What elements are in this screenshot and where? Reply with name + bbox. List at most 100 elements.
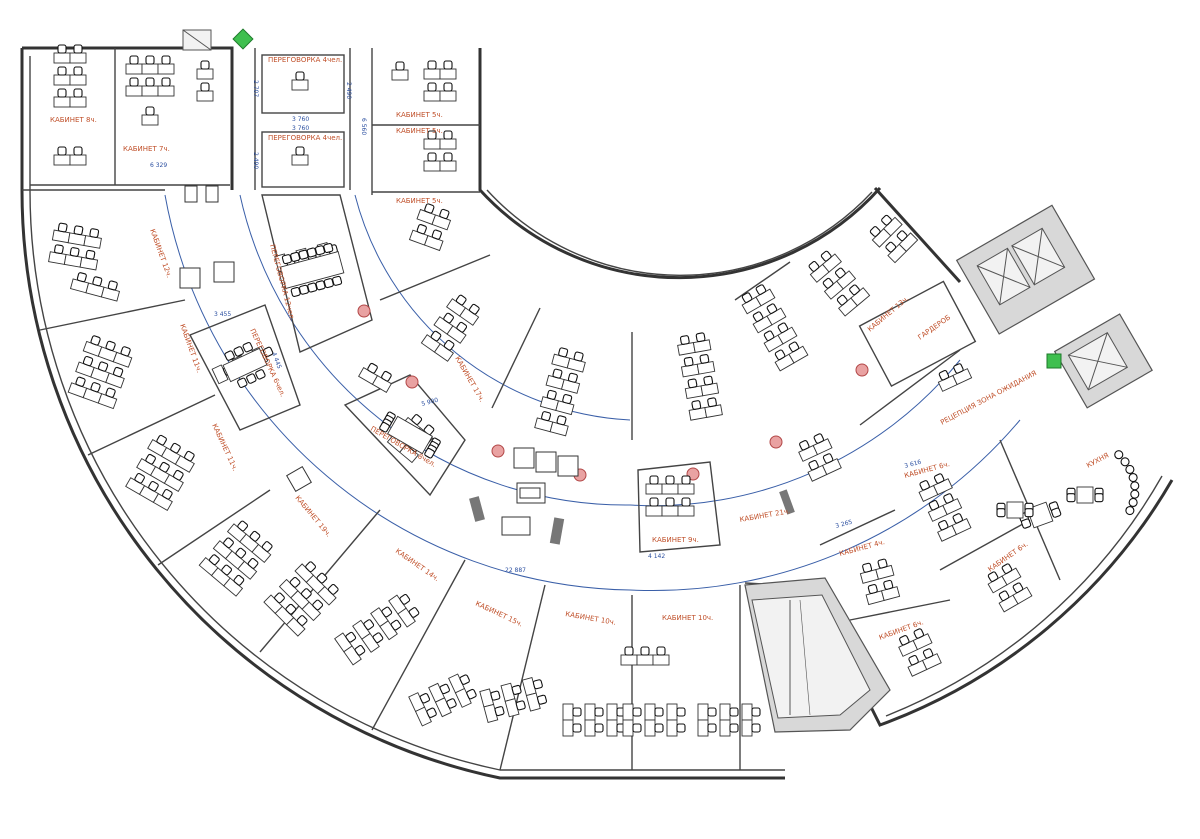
desk — [423, 160, 441, 172]
corridor-curve-outer — [164, 194, 1021, 592]
office-chair — [112, 366, 124, 378]
office-chair — [537, 694, 548, 705]
office-chair — [1012, 582, 1024, 594]
office-chair — [552, 368, 563, 379]
office-chair — [145, 77, 155, 87]
dimension-label: 3 265 — [835, 519, 854, 530]
desk — [279, 251, 345, 289]
office-chair — [57, 66, 67, 76]
dimension-label: 5 900 — [421, 397, 440, 408]
bar-stool — [1120, 457, 1130, 467]
office-chair — [300, 588, 312, 600]
office-chair — [426, 707, 437, 718]
room-label: КУХНЯ — [1085, 451, 1110, 469]
office-chair — [808, 261, 820, 272]
workstations — [48, 44, 1140, 737]
office-chair — [379, 421, 390, 433]
office-chair — [290, 251, 301, 262]
workstation-cluster — [67, 335, 133, 410]
workstation-cluster — [408, 203, 452, 252]
room-label: КАБИНЕТ 21ч. — [739, 507, 791, 524]
desk — [680, 363, 700, 378]
office-chair — [439, 683, 450, 695]
office-chair — [233, 574, 245, 586]
office-chair — [200, 82, 210, 92]
office-chair — [766, 303, 778, 314]
office-chair — [145, 106, 155, 116]
office-chair — [443, 82, 453, 92]
workstation-cluster — [798, 433, 842, 482]
meeting-table — [279, 243, 345, 297]
desk — [661, 483, 679, 495]
desk — [1026, 501, 1054, 529]
desk — [719, 703, 731, 721]
office-chair — [381, 370, 392, 382]
desk — [53, 52, 71, 64]
office-chair — [632, 723, 642, 733]
office-chair — [439, 208, 450, 220]
office-chair — [998, 590, 1010, 602]
office-chair — [938, 370, 950, 381]
office-chair — [707, 397, 717, 408]
room-label: КАБИНЕТ 17ч. — [453, 355, 486, 403]
workstation-cluster — [937, 363, 973, 392]
desk — [741, 703, 753, 721]
office-chair — [57, 146, 67, 156]
office-chair — [261, 541, 273, 552]
column-marker — [357, 304, 371, 318]
office-chair — [703, 375, 714, 386]
office-chair — [665, 497, 675, 507]
office-chair — [57, 88, 67, 98]
office-chair — [849, 284, 860, 296]
office-chair — [312, 599, 324, 611]
desk — [661, 505, 679, 517]
office-chair — [546, 389, 557, 400]
office-chair — [363, 619, 375, 630]
office-chair — [808, 459, 819, 471]
desk — [644, 719, 656, 737]
office-chair — [567, 372, 578, 383]
office-chair — [223, 537, 234, 549]
office-chair — [184, 450, 195, 462]
office-chair — [156, 434, 167, 446]
office-chair — [431, 229, 442, 240]
bar-stool — [1130, 489, 1140, 499]
dimension-label: 2 490 — [345, 82, 352, 99]
desk — [53, 96, 71, 108]
office-chair — [90, 382, 101, 393]
office-chair — [572, 707, 582, 717]
desk — [562, 703, 574, 721]
office-chair — [92, 276, 103, 287]
office-chair — [899, 635, 910, 646]
office-chair — [1066, 493, 1076, 503]
office-chair — [274, 592, 285, 604]
bar-stool — [1130, 481, 1140, 491]
east-curved-facade — [868, 479, 1174, 727]
office-chair — [922, 648, 934, 659]
office-chair — [649, 497, 659, 507]
room-label: КАБИНЕТ 12ч. — [148, 228, 173, 279]
column-marker — [855, 363, 869, 377]
workstation-cluster — [198, 520, 273, 597]
desk — [196, 68, 214, 80]
radial-partitions — [22, 48, 1061, 771]
stair-core-south — [744, 577, 891, 733]
north-wall-west — [22, 46, 234, 190]
office-chair — [105, 340, 116, 351]
office-chair — [459, 674, 470, 685]
workstation-cluster — [48, 222, 102, 271]
workstation-cluster — [859, 558, 901, 606]
desk — [439, 160, 457, 172]
office-chair — [1020, 518, 1032, 529]
workstation-cluster — [869, 214, 919, 264]
office-chair — [751, 723, 761, 733]
courtyard-wall-inner — [486, 189, 873, 276]
office-chair — [562, 394, 573, 405]
desk — [423, 68, 441, 80]
desk — [141, 85, 159, 97]
desk — [697, 703, 709, 721]
office-chair — [695, 332, 706, 343]
workstation-cluster — [423, 130, 457, 172]
office-chair — [296, 615, 308, 626]
